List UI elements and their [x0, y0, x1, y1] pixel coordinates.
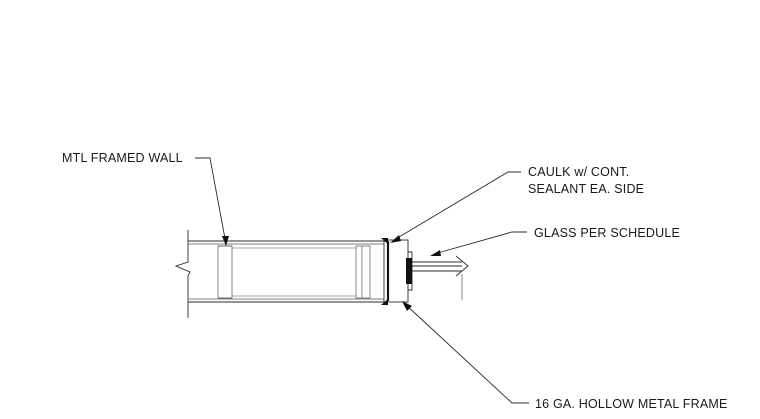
label-glass-per-schedule: GLASS PER SCHEDULE: [534, 226, 680, 240]
caulk-bead-bottom: [381, 299, 388, 305]
leader-wall: [195, 157, 227, 245]
glass-break-mark: [455, 255, 469, 277]
arrowhead-caulk: [390, 235, 401, 243]
leader-caulk: [393, 171, 521, 241]
label-caulk-line2: SEALANT EA. SIDE: [528, 182, 644, 196]
glazing: [406, 255, 469, 300]
leader-frame: [404, 303, 529, 404]
arrowhead-frame: [402, 301, 412, 311]
caulk-bead-top: [381, 238, 388, 244]
arrowhead-glass: [430, 250, 441, 256]
arrowhead-wall: [222, 236, 229, 246]
glazing-bead: [406, 258, 412, 284]
leader-glass: [433, 231, 527, 255]
wall-break-line: [174, 230, 191, 318]
leaders: [195, 157, 529, 404]
label-hollow-metal-frame: 16 GA. HOLLOW METAL FRAME: [535, 397, 728, 411]
metal-stud-jamb: [355, 245, 371, 299]
metal-framed-wall: [174, 230, 388, 318]
label-caulk-line1: CAULK w/ CONT.: [528, 165, 629, 179]
label-mtl-framed-wall: MTL FRAMED WALL: [62, 151, 183, 165]
metal-stud-left: [217, 245, 233, 299]
